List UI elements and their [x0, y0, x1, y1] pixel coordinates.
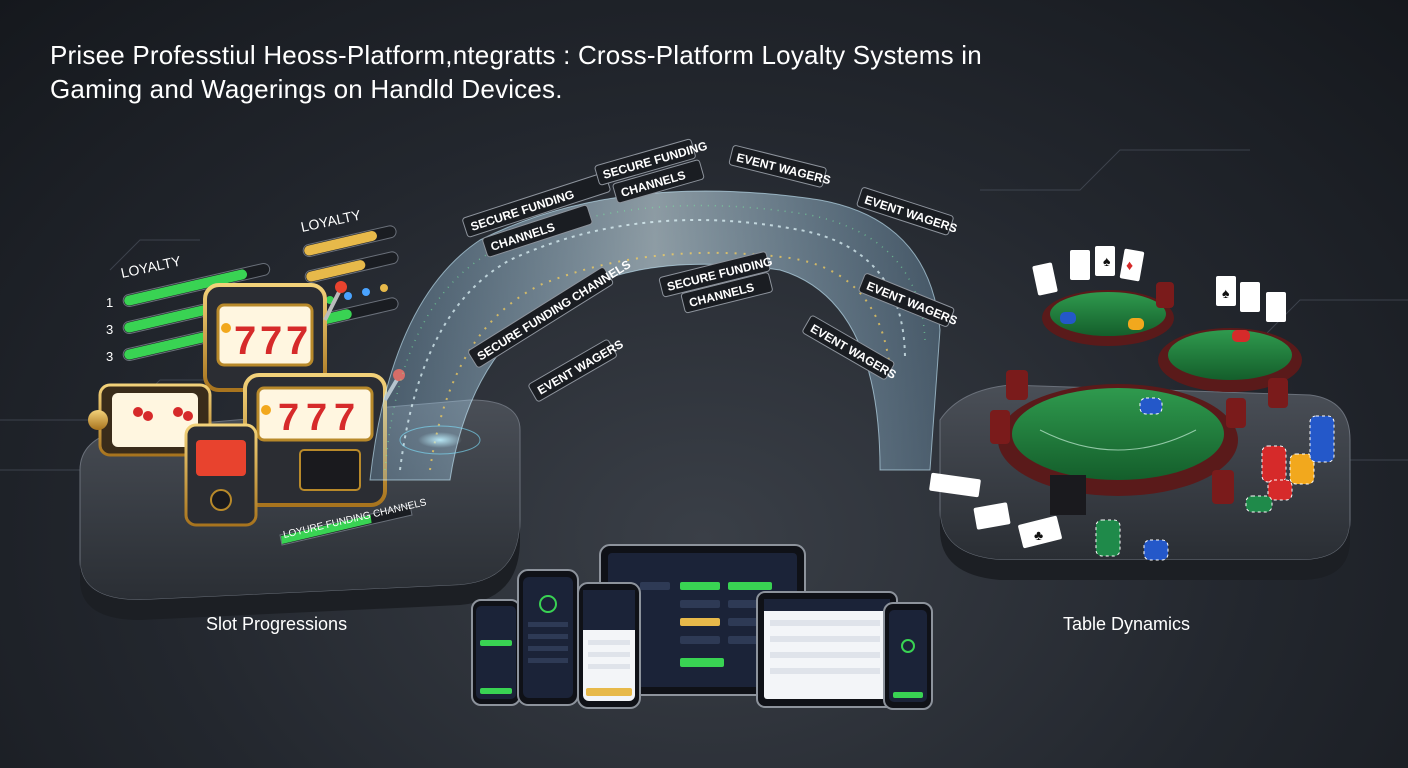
- devices-cluster: [471, 544, 933, 710]
- loyalty-level-0: 1: [106, 295, 113, 310]
- slot-machine-icon: [88, 281, 405, 527]
- svg-text:♣: ♣: [1034, 527, 1043, 543]
- loyalty-level-2: 3: [106, 349, 113, 364]
- smartphone-icon: [471, 569, 933, 710]
- slot-progressions-label: Slot Progressions: [206, 614, 348, 634]
- loyalty-bar-left-0: [122, 262, 271, 307]
- loyalty-right-title: LOYALTY: [299, 206, 363, 234]
- bridge-sign-4: EVENT WAGERS: [728, 145, 832, 188]
- slot-seven-2: 7: [286, 319, 308, 363]
- loyalty-bar-right-0: [302, 225, 397, 257]
- loyalty-bar-right-1: [304, 251, 399, 283]
- svg-text:♦: ♦: [1126, 257, 1133, 273]
- slot-seven-1: 7: [306, 397, 327, 439]
- page-title-line-1: Prisee Professtiul Heoss-Platform,ntegra…: [50, 40, 982, 70]
- svg-text:♠: ♠: [1222, 285, 1230, 301]
- loyalty-level-1: 3: [106, 322, 113, 337]
- poker-chip-icon: [1060, 312, 1335, 561]
- slot-seven-0: 7: [278, 397, 299, 439]
- slot-seven-0: 7: [234, 319, 256, 363]
- table-dynamics-label: Table Dynamics: [1063, 614, 1191, 634]
- slot-seven-1: 7: [260, 319, 282, 363]
- loyalty-left-title: LOYALTY: [119, 252, 183, 280]
- svg-text:♠: ♠: [1103, 253, 1111, 269]
- playing-card-icon: ♠ ♦ ♠ ♣: [929, 246, 1286, 549]
- casino-tables: [990, 282, 1302, 515]
- data-bridge: [369, 190, 941, 481]
- slot-seven-2: 7: [334, 397, 355, 439]
- loyalty-panel-left: LOYALTY 1 3 3: [106, 252, 271, 364]
- bridge-sign-10: EVENT WAGERS: [528, 337, 626, 402]
- laptop-screen: [756, 591, 898, 708]
- page-title-line-2: Gaming and Wagerings on Handld Devices.: [50, 74, 563, 104]
- bridge-sign-text-10: EVENT WAGERS: [535, 337, 626, 397]
